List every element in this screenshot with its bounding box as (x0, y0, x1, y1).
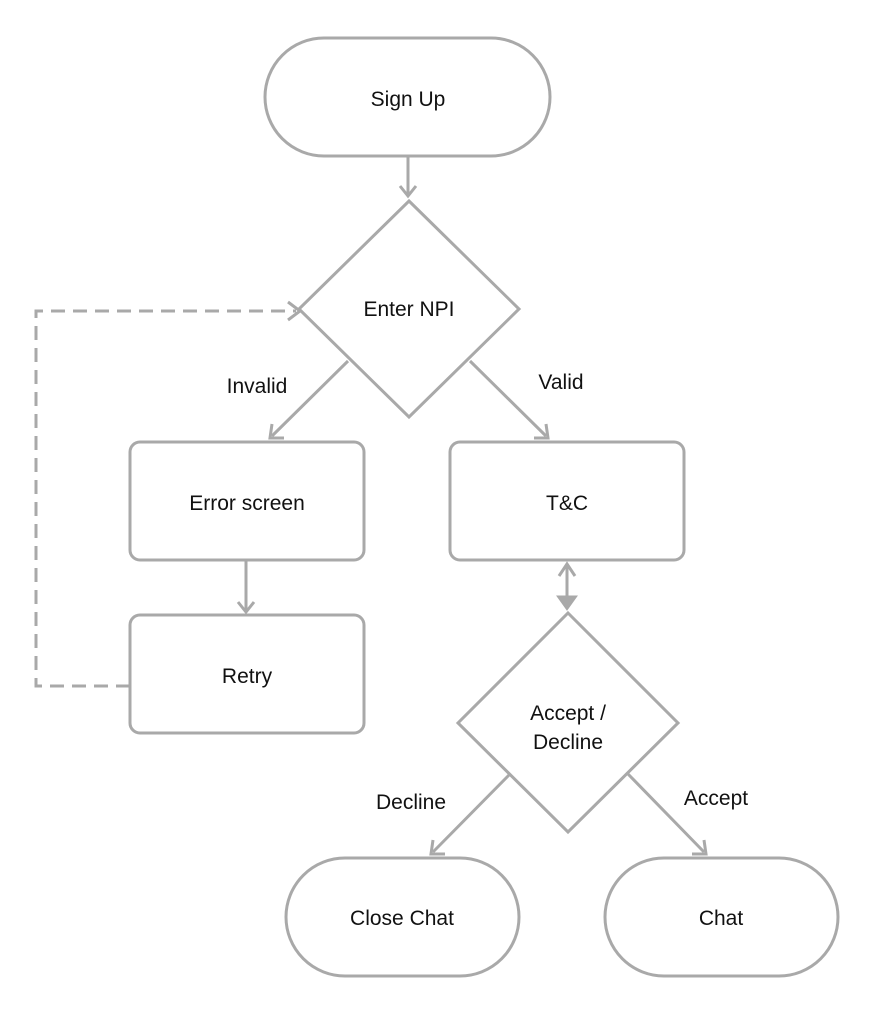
node-chat-label: Chat (699, 907, 744, 930)
node-sign-up[interactable]: Sign Up (263, 36, 552, 158)
node-accept-decline[interactable]: Accept / Decline (455, 610, 681, 835)
node-accept-decline-label-line2: Decline (533, 731, 603, 754)
node-enter-npi[interactable]: Enter NPI (296, 198, 522, 420)
node-tandc[interactable]: T&C (448, 440, 686, 562)
node-error-screen-label: Error screen (189, 492, 305, 515)
connector-signup-to-enter-npi (398, 157, 418, 199)
edge-label-accept: Accept (684, 787, 748, 810)
node-close-chat-label: Close Chat (350, 907, 454, 930)
edge-label-decline: Decline (376, 791, 446, 814)
connector-valid (468, 359, 550, 440)
node-error-screen[interactable]: Error screen (128, 440, 366, 562)
node-enter-npi-label: Enter NPI (363, 298, 454, 321)
node-accept-decline-label-line1: Accept / (530, 702, 606, 725)
edge-label-invalid: Invalid (227, 375, 288, 398)
node-retry-label: Retry (222, 665, 273, 688)
connector-invalid (268, 359, 350, 440)
connector-error-to-retry (236, 561, 256, 615)
connector-accept (626, 772, 708, 856)
connector-decline (429, 772, 512, 856)
node-retry[interactable]: Retry (128, 613, 366, 735)
node-close-chat[interactable]: Close Chat (284, 856, 521, 978)
connector-tandc-accept-decline (556, 561, 578, 611)
node-sign-up-label: Sign Up (371, 88, 446, 111)
node-chat[interactable]: Chat (603, 856, 840, 978)
node-tandc-label: T&C (546, 492, 588, 515)
edge-label-valid: Valid (538, 371, 583, 394)
